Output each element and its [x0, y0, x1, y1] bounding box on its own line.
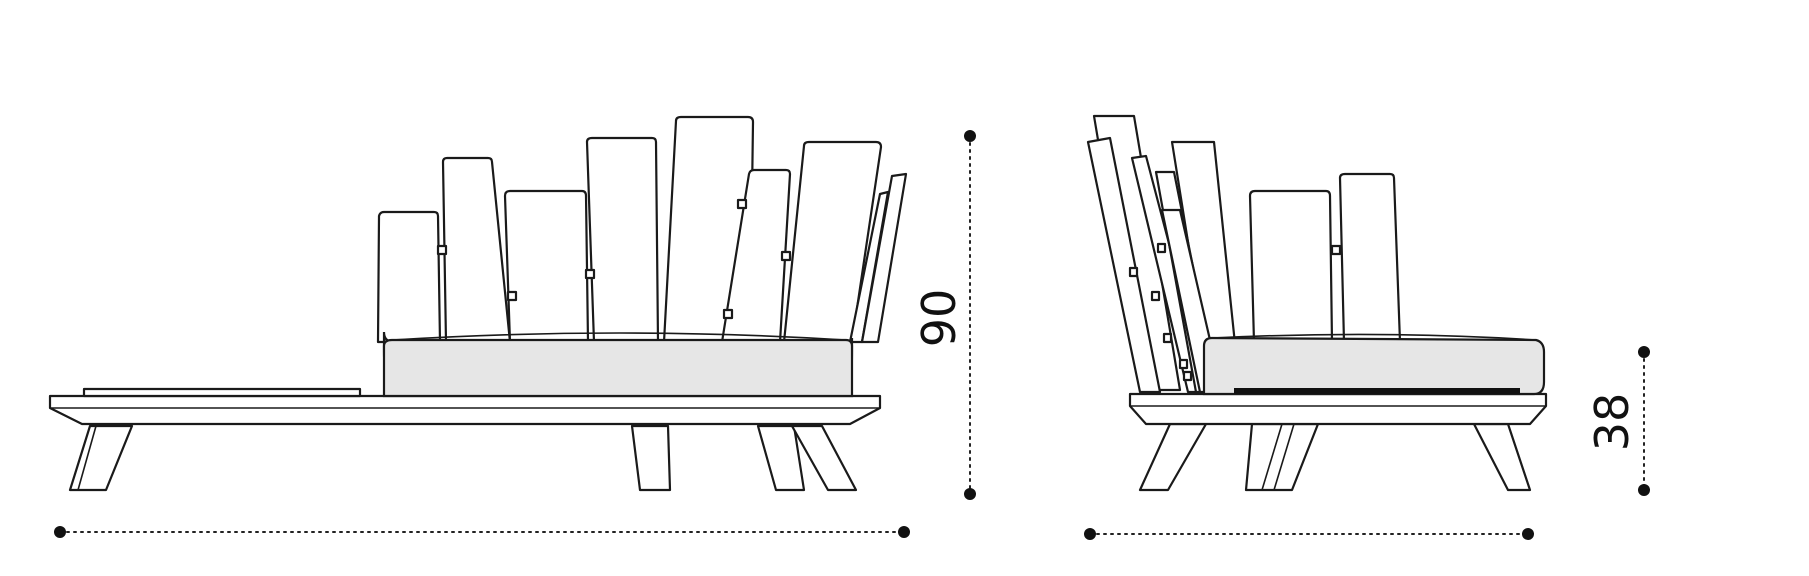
dimension-lines: 90 38	[54, 130, 1650, 540]
leg-front-right-b	[790, 424, 858, 492]
board-6	[720, 168, 792, 344]
board-1	[376, 210, 442, 344]
front-seat-cushion-body	[382, 338, 854, 398]
side-legs	[1138, 422, 1532, 492]
front-view	[48, 115, 908, 492]
height-dimension-label: 90	[912, 289, 966, 348]
side-seat-cushion	[1202, 336, 1546, 396]
front-side-tray	[82, 387, 362, 398]
leg-side-middle	[1244, 422, 1320, 492]
leg-side-right	[1472, 422, 1532, 492]
board-4	[585, 136, 660, 344]
side-seat-base-strip	[1234, 388, 1520, 394]
leg-front-left	[68, 424, 134, 492]
leg-side-left	[1138, 422, 1208, 492]
board-3	[503, 189, 590, 344]
front-platform	[48, 394, 882, 426]
board-9	[860, 172, 908, 344]
side-board-2	[1086, 136, 1162, 394]
side-board-8	[1338, 172, 1402, 344]
side-view	[1086, 114, 1548, 492]
board-2	[441, 156, 512, 344]
side-backrest-boards	[1086, 114, 1402, 394]
seat-height-dimension-label: 38	[1585, 393, 1639, 452]
side-board-7	[1248, 189, 1334, 344]
side-platform	[1128, 392, 1548, 426]
leg-front-middle	[630, 424, 672, 492]
board-7	[782, 140, 883, 344]
front-legs	[68, 424, 858, 492]
front-backrest-boards	[376, 115, 908, 344]
leg-front-right-a	[756, 424, 806, 492]
